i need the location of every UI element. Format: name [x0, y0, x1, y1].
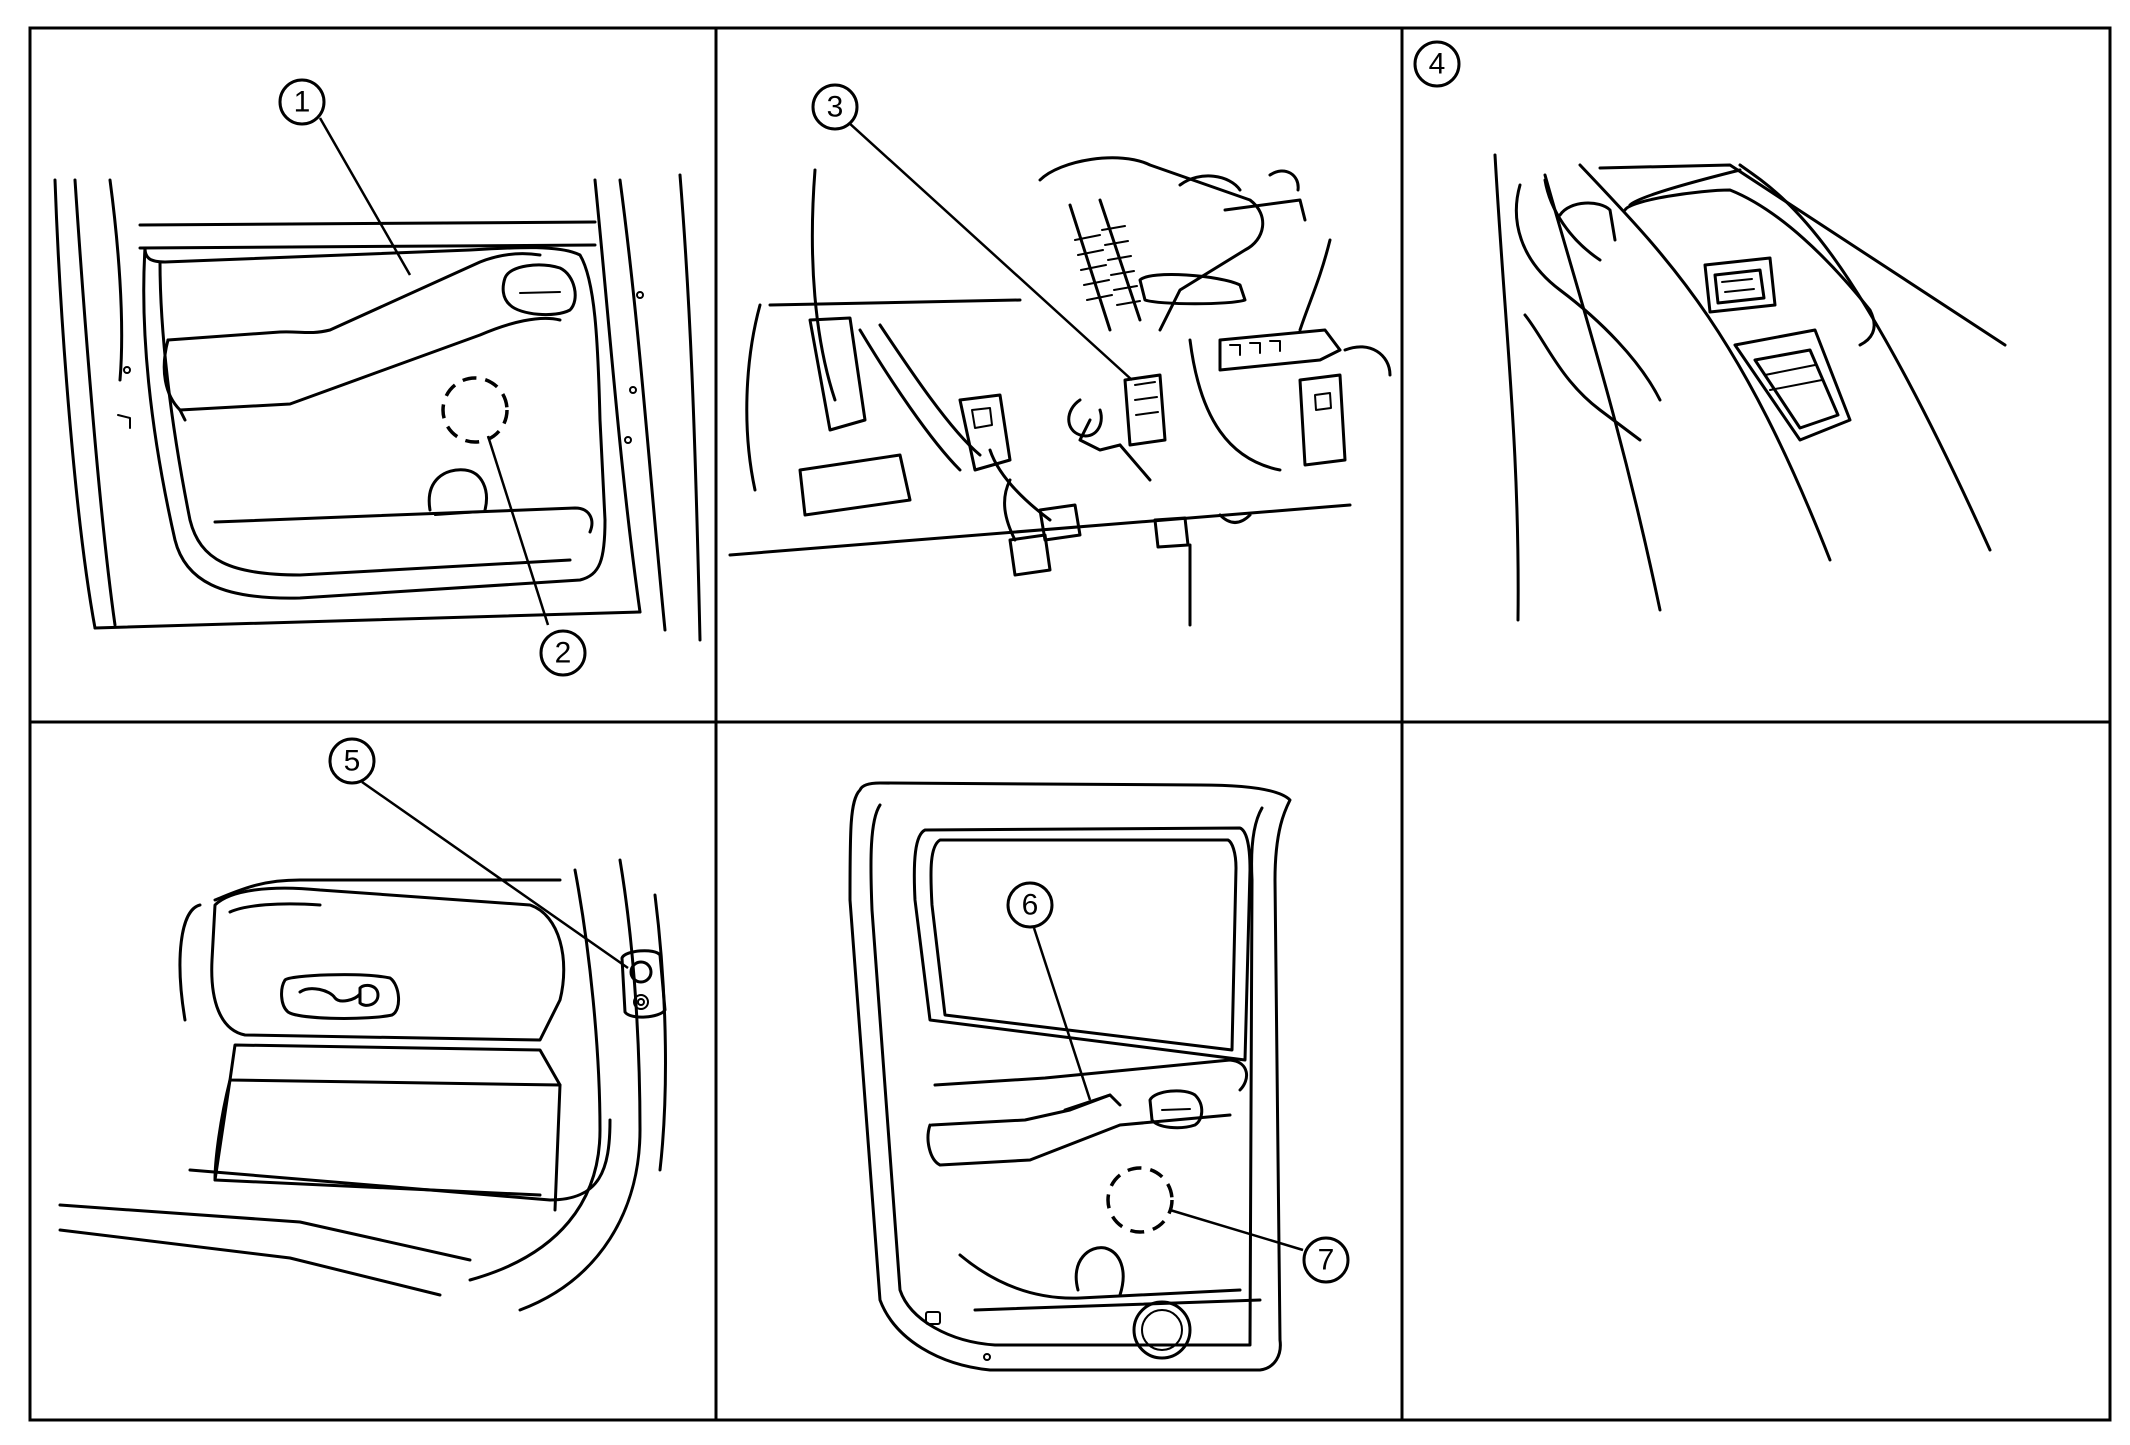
- callout-4: 4: [1413, 40, 1461, 88]
- callout-6-label: 6: [1022, 889, 1039, 922]
- callout-2-label: 2: [555, 637, 572, 670]
- callout-7: 7: [1302, 1236, 1350, 1284]
- front-door-panel: [53, 173, 702, 642]
- callout-1: 1: [278, 78, 326, 126]
- callout-2: 2: [539, 629, 587, 677]
- dashed-circle-marker-icon: [1106, 1166, 1174, 1234]
- seat-and-pillar: [58, 780, 667, 1312]
- callout-3: 3: [811, 83, 859, 131]
- callout-4-label: 4: [1429, 48, 1446, 81]
- callout-5: 5: [328, 737, 376, 785]
- callout-7-label: 7: [1318, 1244, 1335, 1277]
- window-switch-closeup: [1493, 153, 2007, 622]
- callout-6: 6: [1006, 881, 1054, 929]
- panel-grid: [28, 26, 2112, 1422]
- callout-5-label: 5: [344, 745, 361, 778]
- dash-under-panel: [728, 121, 1392, 627]
- dashed-circle-marker-icon: [441, 376, 509, 444]
- rear-door-panel: [848, 781, 1304, 1372]
- callout-3-label: 3: [827, 91, 844, 124]
- callout-1-label: 1: [294, 86, 311, 119]
